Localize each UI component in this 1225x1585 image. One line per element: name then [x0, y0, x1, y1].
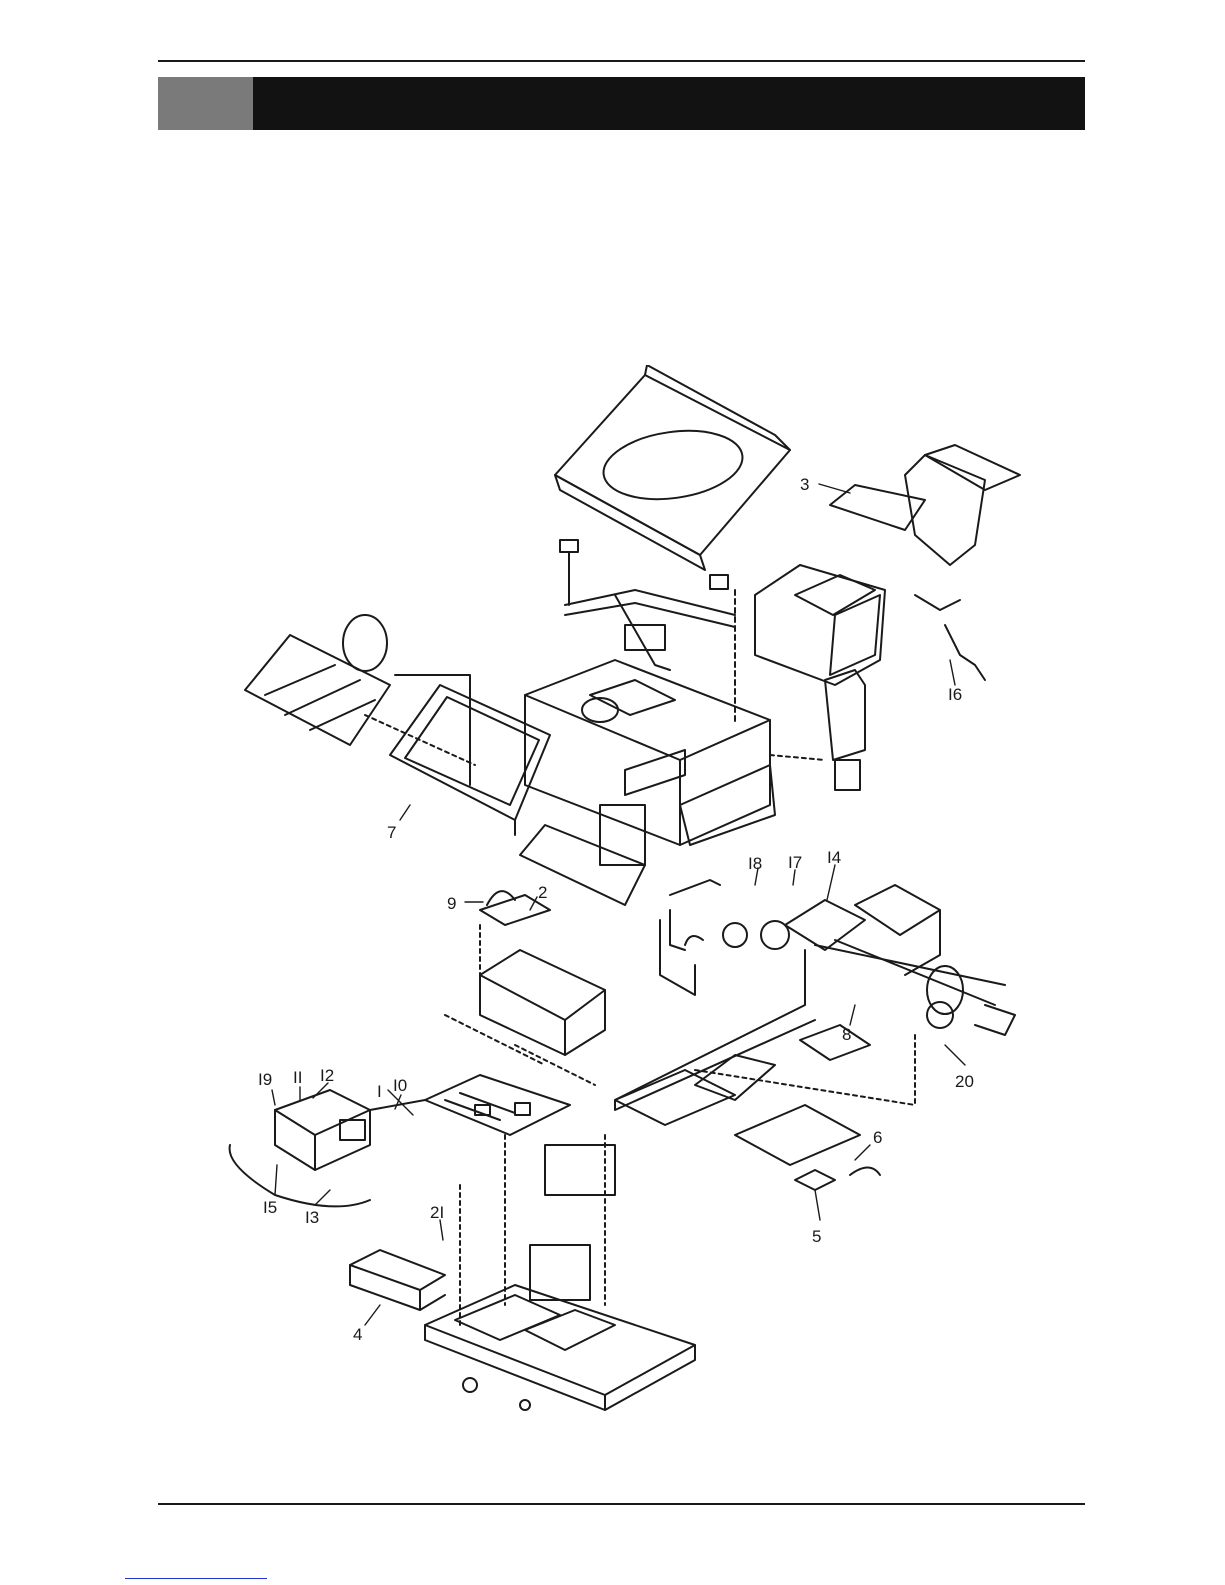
callout-1: I	[377, 1082, 382, 1101]
callout-17: I7	[788, 853, 802, 872]
callout-5: 5	[812, 1227, 821, 1246]
main-pcb-part	[425, 1075, 570, 1135]
top-cover-part	[555, 365, 790, 570]
callout-21: 2I	[430, 1203, 444, 1222]
callout-8: 8	[842, 1025, 851, 1044]
callout-3: 3	[800, 475, 809, 494]
section-header-fill	[253, 77, 1085, 130]
section-header-tab	[158, 77, 253, 130]
side-cover-part	[770, 670, 865, 790]
callout-10: I0	[393, 1076, 407, 1095]
callout-20: 20	[955, 1072, 974, 1091]
callout-18: I8	[748, 854, 762, 873]
bottom-rule	[158, 1503, 1085, 1505]
callout-2: 2	[538, 883, 547, 902]
callout-7: 7	[387, 823, 396, 842]
callout-9: 9	[447, 894, 456, 913]
callout-19: I9	[258, 1070, 272, 1089]
lower-chassis-part	[425, 1135, 695, 1410]
exploded-view-diagram: 3 I6 7 9 2 I8 I7 I4 8 20 I I9 II I2 I0 6…	[215, 365, 1030, 1430]
callout-6: 6	[873, 1128, 882, 1147]
upper-chassis-part	[525, 660, 775, 865]
base-cover-4-part	[350, 1250, 445, 1310]
callout-14: I4	[827, 848, 841, 867]
leader-lines	[272, 484, 965, 1325]
callout-11: II	[293, 1068, 302, 1087]
bracket-9-2-part	[480, 891, 550, 980]
exploded-view-drawing: 3 I6 7 9 2 I8 I7 I4 8 20 I I9 II I2 I0 6…	[215, 365, 1030, 1430]
callout-16: I6	[948, 685, 962, 704]
footer-link-underline[interactable]	[125, 1578, 267, 1579]
mechanism-plate-part	[615, 1002, 953, 1190]
callout-12: I2	[320, 1066, 334, 1085]
top-rule	[158, 60, 1085, 62]
rear-panel-right-part	[755, 445, 1020, 685]
section-header-bar	[158, 77, 1085, 130]
callout-15: I5	[263, 1198, 277, 1217]
power-supply-part	[445, 950, 605, 1085]
callout-4: 4	[353, 1325, 362, 1344]
cover-glass-part	[245, 615, 475, 785]
callout-13: I3	[305, 1208, 319, 1227]
